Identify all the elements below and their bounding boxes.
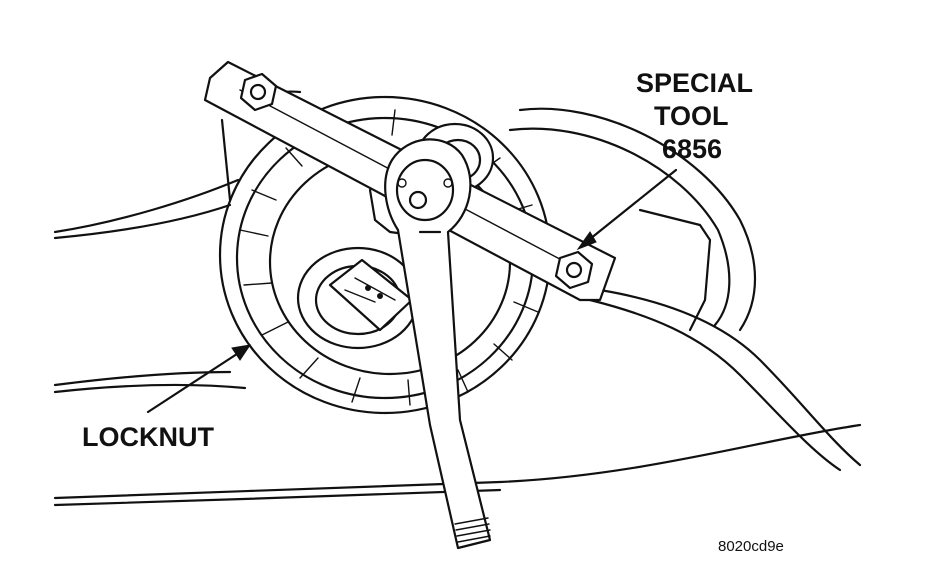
tool-bolt-left	[239, 72, 278, 112]
special-tool-label-line2: TOOL	[654, 101, 729, 131]
pump-cap	[296, 246, 420, 350]
figure-id: 8020cd9e	[718, 538, 784, 555]
locknut-arrowhead	[231, 344, 252, 361]
special-tool-arrowhead	[576, 231, 597, 251]
special-tool-label-line3: 6856	[662, 134, 723, 164]
callout-arrows	[146, 168, 678, 414]
special-tool-leader	[583, 168, 678, 245]
locknut-label: LOCKNUT	[82, 422, 214, 452]
special-tool-label-line1: SPECIAL	[636, 68, 754, 98]
locknut-leader	[146, 350, 242, 414]
tool-bolt-right	[554, 250, 594, 290]
ratchet-wrench	[384, 138, 492, 550]
